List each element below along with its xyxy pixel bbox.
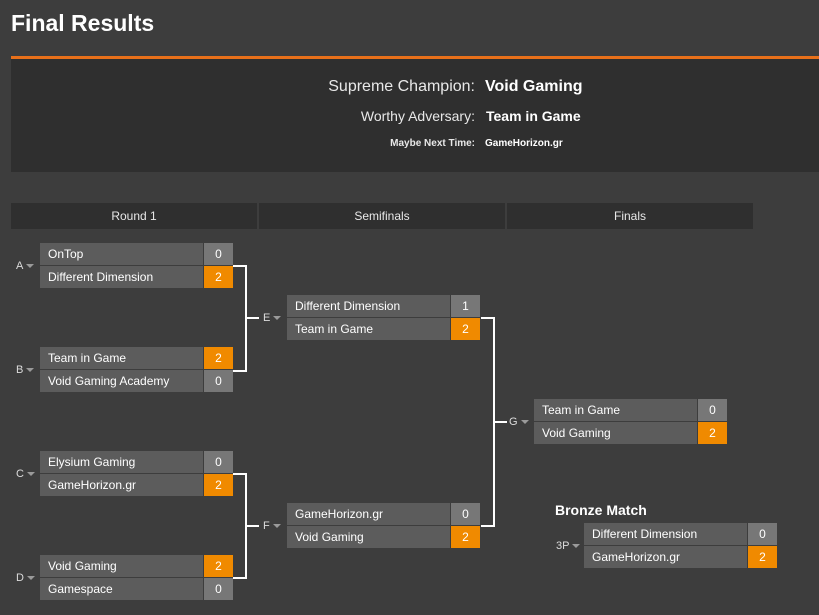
team-row[interactable]: Void Gaming 2 — [534, 422, 727, 444]
team-row[interactable]: OnTop 0 — [40, 243, 233, 265]
team-row[interactable]: Different Dimension 2 — [40, 266, 233, 288]
chevron-down-icon — [26, 576, 35, 580]
team-score: 1 — [451, 295, 480, 317]
match-label-d[interactable]: D — [16, 572, 35, 584]
team-name: GameHorizon.gr — [287, 503, 450, 525]
chevron-down-icon — [273, 316, 282, 320]
team-row[interactable]: Gamespace 0 — [40, 578, 233, 600]
team-row[interactable]: Void Gaming 2 — [287, 526, 480, 548]
team-score: 2 — [204, 347, 233, 369]
team-row[interactable]: Elysium Gaming 0 — [40, 451, 233, 473]
accent-divider — [11, 56, 819, 59]
next-time-row: Maybe Next Time: GameHorizon.gr — [11, 138, 819, 149]
match-id: A — [16, 260, 24, 272]
team-name: Gamespace — [40, 578, 203, 600]
match-label-c[interactable]: C — [16, 468, 35, 480]
results-summary: Supreme Champion: Void Gaming Worthy Adv… — [11, 59, 819, 172]
match-id: E — [263, 312, 271, 324]
team-row[interactable]: Team in Game 0 — [534, 399, 727, 421]
round-header-finals: Finals — [507, 203, 753, 229]
team-name: Different Dimension — [40, 266, 203, 288]
match-f: GameHorizon.gr 0 Void Gaming 2 — [287, 503, 480, 549]
team-score: 0 — [204, 370, 233, 392]
team-score: 2 — [204, 555, 233, 577]
chevron-down-icon — [272, 524, 281, 528]
next-time-label: Maybe Next Time: — [390, 138, 475, 149]
chevron-down-icon — [572, 544, 581, 548]
page-title: Final Results — [11, 10, 155, 36]
chevron-down-icon — [26, 368, 35, 372]
chevron-down-icon — [26, 472, 35, 476]
adversary-label: Worthy Adversary: — [360, 108, 475, 124]
team-name: Void Gaming — [287, 526, 450, 548]
bronze-match-title: Bronze Match — [555, 502, 647, 518]
match-g: Team in Game 0 Void Gaming 2 — [534, 399, 727, 445]
team-score: 2 — [698, 422, 727, 444]
adversary-row: Worthy Adversary: Team in Game — [11, 108, 819, 124]
team-row[interactable]: GameHorizon.gr 2 — [40, 474, 233, 496]
match-c: Elysium Gaming 0 GameHorizon.gr 2 — [40, 451, 233, 497]
match-e: Different Dimension 1 Team in Game 2 — [287, 295, 480, 341]
team-name: Team in Game — [287, 318, 450, 340]
match-bronze: Different Dimension 0 GameHorizon.gr 2 — [584, 523, 777, 569]
team-score: 2 — [204, 266, 233, 288]
match-id: C — [16, 468, 24, 480]
team-score: 2 — [748, 546, 777, 568]
team-row[interactable]: Void Gaming Academy 0 — [40, 370, 233, 392]
match-d: Void Gaming 2 Gamespace 0 — [40, 555, 233, 601]
team-score: 2 — [451, 318, 480, 340]
next-time-name: GameHorizon.gr — [485, 138, 563, 149]
round-header-round-1: Round 1 — [11, 203, 257, 229]
adversary-name: Team in Game — [486, 108, 581, 124]
team-score: 0 — [204, 578, 233, 600]
match-b: Team in Game 2 Void Gaming Academy 0 — [40, 347, 233, 393]
match-label-b[interactable]: B — [16, 364, 35, 376]
team-score: 2 — [204, 474, 233, 496]
match-label-e[interactable]: E — [263, 312, 282, 324]
champion-row: Supreme Champion: Void Gaming — [11, 78, 819, 96]
team-row[interactable]: Different Dimension 0 — [584, 523, 777, 545]
match-id: F — [263, 520, 270, 532]
team-row[interactable]: GameHorizon.gr 0 — [287, 503, 480, 525]
team-name: Team in Game — [40, 347, 203, 369]
match-id: G — [509, 416, 518, 428]
match-a: OnTop 0 Different Dimension 2 — [40, 243, 233, 289]
team-name: Elysium Gaming — [40, 451, 203, 473]
match-id: D — [16, 572, 24, 584]
chevron-down-icon — [520, 420, 529, 424]
round-header-semifinals: Semifinals — [259, 203, 505, 229]
match-id: B — [16, 364, 24, 376]
team-name: Void Gaming — [40, 555, 203, 577]
team-score: 2 — [451, 526, 480, 548]
team-name: Void Gaming Academy — [40, 370, 203, 392]
champion-label: Supreme Champion: — [328, 78, 475, 95]
team-name: Void Gaming — [534, 422, 697, 444]
team-score: 0 — [204, 451, 233, 473]
team-row[interactable]: Void Gaming 2 — [40, 555, 233, 577]
match-label-3p[interactable]: 3P — [556, 540, 581, 552]
team-score: 0 — [698, 399, 727, 421]
match-label-g[interactable]: G — [509, 416, 529, 428]
champion-name: Void Gaming — [485, 78, 583, 95]
match-label-f[interactable]: F — [263, 520, 281, 532]
team-row[interactable]: Team in Game 2 — [40, 347, 233, 369]
team-name: Different Dimension — [584, 523, 747, 545]
team-name: OnTop — [40, 243, 203, 265]
team-name: GameHorizon.gr — [584, 546, 747, 568]
match-id: 3P — [556, 540, 570, 552]
team-score: 0 — [204, 243, 233, 265]
team-score: 0 — [748, 523, 777, 545]
team-row[interactable]: Team in Game 2 — [287, 318, 480, 340]
team-name: Different Dimension — [287, 295, 450, 317]
team-name: Team in Game — [534, 399, 697, 421]
team-row[interactable]: Different Dimension 1 — [287, 295, 480, 317]
team-row[interactable]: GameHorizon.gr 2 — [584, 546, 777, 568]
chevron-down-icon — [26, 264, 35, 268]
match-label-a[interactable]: A — [16, 260, 35, 272]
team-name: GameHorizon.gr — [40, 474, 203, 496]
team-score: 0 — [451, 503, 480, 525]
